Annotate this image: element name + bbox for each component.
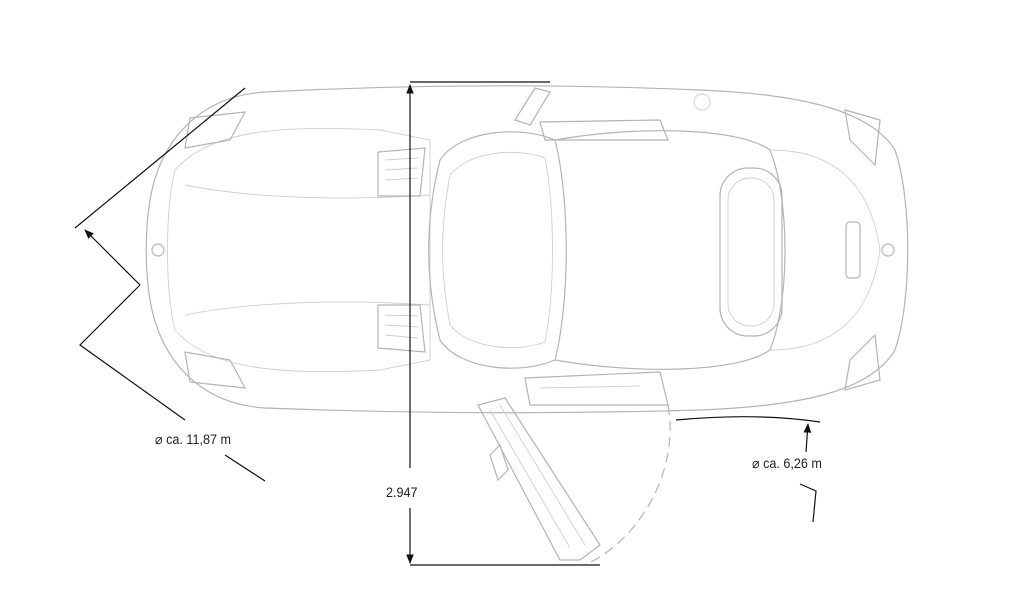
turning-circle-indicator [74, 87, 266, 482]
door-swing-arc [584, 404, 671, 566]
car-body [145, 85, 909, 414]
turning-circle-label: ⌀ ca. 11,87 m [155, 431, 231, 447]
open-door [477, 397, 601, 561]
door-swing-circle-label: ⌀ ca. 6,26 m [752, 455, 822, 471]
width-dimension [406, 81, 600, 566]
width-dimension-label: 2.947 [386, 484, 418, 500]
door-swing-indicator [675, 416, 821, 523]
